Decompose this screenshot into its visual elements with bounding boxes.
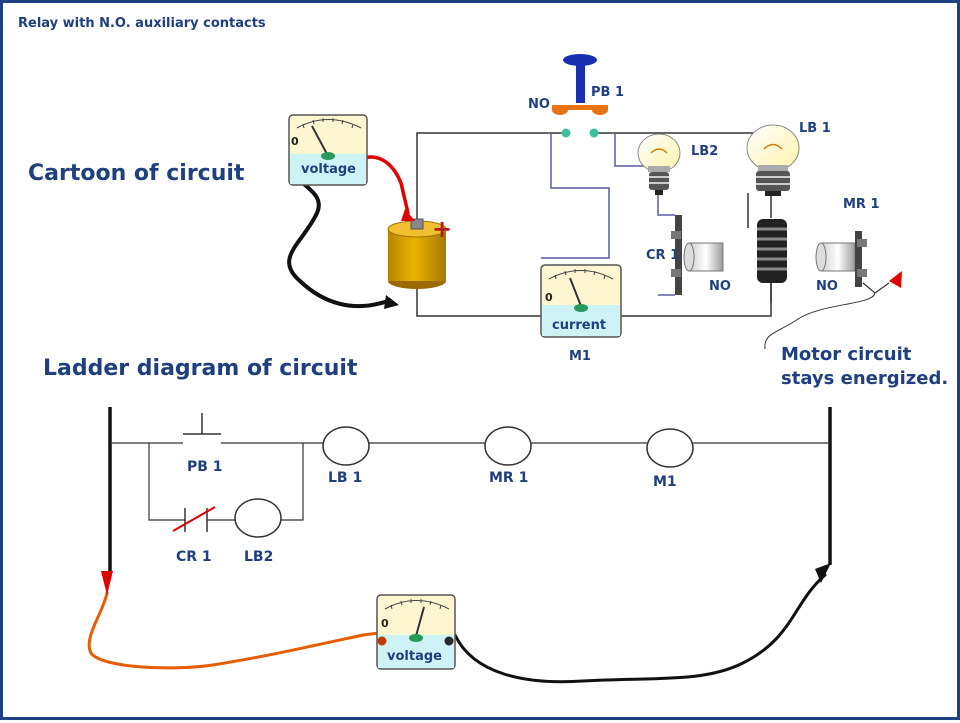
cartoon-label-lb1: LB 1	[799, 121, 831, 136]
meter-voltage-top	[288, 114, 368, 186]
note-line-2: stays energized.	[781, 368, 949, 389]
ladder-lb2-circle	[234, 498, 282, 538]
ladder-label-pb1: PB 1	[187, 459, 223, 475]
meter-current	[540, 264, 622, 338]
meter-voltage-bottom	[376, 594, 456, 670]
motor-lead-wire	[764, 292, 876, 350]
branch-wiring	[541, 133, 675, 296]
cartoon-label-pb1: PB 1	[591, 85, 625, 100]
meter-current-label: current	[552, 318, 607, 333]
meter-voltage-top-zero: 0	[291, 135, 299, 148]
meter-current-zero: 0	[545, 291, 553, 304]
relay-coil	[757, 219, 787, 283]
ladder-pb1-symbol	[183, 413, 221, 435]
relay-contact-mr1	[815, 231, 902, 294]
ladder-label-lb1: LB 1	[328, 470, 363, 486]
top-meter-leads	[287, 155, 415, 309]
cartoon-heading: Cartoon of circuit	[28, 161, 245, 186]
ladder-label-mr1: MR 1	[489, 470, 529, 486]
ladder-mr1-circle	[484, 426, 532, 466]
battery	[387, 218, 447, 289]
ladder-heading: Ladder diagram of circuit	[43, 356, 358, 381]
diagram-canvas	[87, 54, 902, 684]
ladder-loads	[234, 426, 694, 538]
meter-voltage-bottom-zero: 0	[381, 617, 389, 630]
cartoon-label-mr1: MR 1	[843, 197, 880, 212]
meter-voltage-bottom-label: voltage	[387, 649, 442, 664]
battery-plus-sign: +	[432, 215, 453, 243]
ladder-label-cr1: CR 1	[176, 549, 212, 565]
cartoon-label-lb2: LB2	[691, 144, 719, 159]
cartoon-label-m1: M1	[569, 349, 591, 364]
ladder-rung	[110, 442, 830, 521]
slide-title: Relay with N.O. auxiliary contacts	[18, 16, 266, 31]
bottom-meter-leads	[87, 563, 831, 684]
ladder-label-m1: M1	[653, 474, 677, 490]
cartoon-label-pb1-no: NO	[528, 97, 550, 112]
light-bulb-lb1	[746, 124, 800, 196]
cartoon-label-cr1: CR 1	[646, 248, 680, 263]
ladder-cr1-contact	[172, 506, 216, 532]
ladder-rails	[108, 407, 832, 571]
cartoon-label-mr1-no: NO	[816, 279, 838, 294]
push-button-pb1	[552, 54, 608, 138]
ladder-label-lb2: LB2	[244, 549, 274, 565]
ladder-lb1-circle	[322, 426, 370, 466]
ladder-m1-circle	[646, 428, 694, 468]
meter-voltage-top-label: voltage	[301, 162, 356, 177]
light-bulb-lb2	[637, 133, 681, 195]
note-line-1: Motor circuit	[781, 344, 912, 365]
relay-wiring	[747, 193, 772, 303]
cartoon-label-cr1-no: NO	[709, 279, 731, 294]
relay-contact-cr1	[671, 215, 724, 295]
